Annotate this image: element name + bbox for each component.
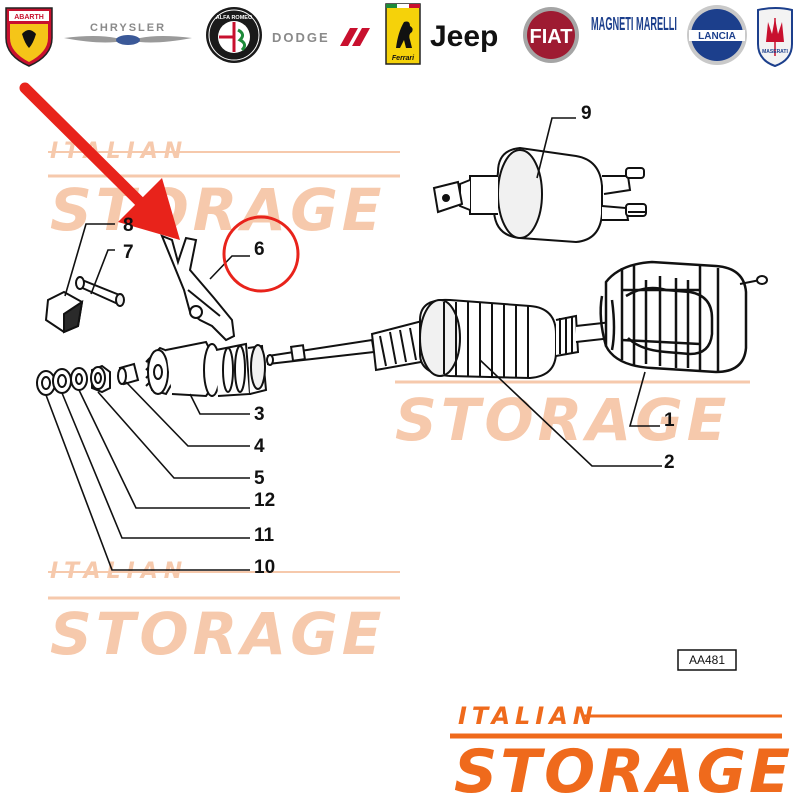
callout-3: 3 — [254, 404, 265, 425]
brand-logo-strip: ABARTH CHRYSLER ALFA ROMEO DODGE — [5, 3, 793, 68]
callout-2: 2 — [664, 452, 675, 473]
svg-text:MASERATI: MASERATI — [762, 49, 788, 55]
svg-text:CHRYSLER: CHRYSLER — [90, 22, 166, 34]
svg-text:AA481: AA481 — [689, 653, 725, 667]
svg-text:Jeep: Jeep — [430, 20, 498, 53]
callout-7: 7 — [123, 242, 134, 263]
svg-text:ITALIAN: ITALIAN — [50, 559, 188, 584]
callout-6: 6 — [254, 239, 265, 260]
svg-text:STORAGE: STORAGE — [50, 600, 385, 668]
italian-storage-brand-logo: ITALIAN STORAGE — [450, 702, 793, 800]
callout-11: 11 — [254, 525, 275, 546]
callout-labels: 9 8 7 6 3 4 5 12 11 10 1 2 — [123, 103, 675, 578]
abarth-logo: ABARTH — [5, 7, 53, 67]
callout-5: 5 — [254, 468, 265, 489]
watermark-middle: STORAGE — [395, 380, 750, 454]
bushing-part-4 — [117, 362, 140, 386]
svg-text:LANCIA: LANCIA — [698, 31, 736, 42]
washer-part-12 — [70, 367, 88, 391]
callout-1: 1 — [664, 410, 675, 431]
svg-text:STORAGE: STORAGE — [454, 737, 793, 800]
pinion-drive-part-3 — [145, 340, 268, 398]
svg-text:ITALIAN: ITALIAN — [458, 702, 598, 730]
svg-text:ITALIAN: ITALIAN — [50, 139, 188, 164]
svg-text:FIAT: FIAT — [530, 26, 573, 48]
lancia-logo: LANCIA — [687, 5, 747, 65]
jeep-logo: Jeep — [430, 20, 498, 53]
watermark-bottom: ITALIAN STORAGE — [48, 559, 400, 668]
washers-group — [36, 364, 111, 396]
chrysler-logo: CHRYSLER — [64, 22, 192, 45]
armature-part-2 — [266, 298, 613, 380]
callout-8: 8 — [123, 215, 134, 236]
fork-lever-part-6 — [160, 234, 236, 342]
fiat-logo: FIAT — [523, 7, 579, 63]
svg-text:STORAGE: STORAGE — [50, 176, 385, 244]
red-pointer-arrow — [19, 82, 180, 240]
leader-lines — [45, 117, 662, 571]
watermark-top: ITALIAN STORAGE — [48, 139, 400, 244]
solenoid-part-9 — [432, 146, 647, 244]
washer-part-11 — [52, 368, 72, 394]
alfa-romeo-logo: ALFA ROMEO — [206, 7, 262, 63]
callout-4: 4 — [254, 436, 265, 457]
callout-10: 10 — [254, 557, 275, 578]
field-coil-part-1 — [599, 260, 768, 374]
rubber-block-part-8 — [44, 290, 84, 334]
svg-text:Ferrari: Ferrari — [392, 55, 415, 62]
svg-text:MAGNETI MARELLI: MAGNETI MARELLI — [591, 14, 677, 34]
reference-code-box: AA481 — [677, 649, 737, 671]
maserati-logo: MASERATI — [757, 7, 793, 68]
svg-text:ALFA ROMEO: ALFA ROMEO — [216, 15, 253, 21]
dodge-logo: DODGE — [272, 28, 370, 46]
callout-12: 12 — [254, 490, 275, 511]
bushing-part-5 — [90, 364, 111, 394]
svg-text:STORAGE: STORAGE — [395, 386, 730, 454]
callout-9: 9 — [581, 103, 592, 124]
highlight-circle-part-6 — [222, 215, 300, 293]
pin-part-7 — [75, 276, 125, 307]
magneti-marelli-logo: MAGNETI MARELLI — [591, 14, 677, 34]
svg-text:DODGE: DODGE — [272, 30, 330, 45]
ferrari-logo: Ferrari — [385, 3, 421, 65]
svg-text:ABARTH: ABARTH — [14, 14, 44, 21]
